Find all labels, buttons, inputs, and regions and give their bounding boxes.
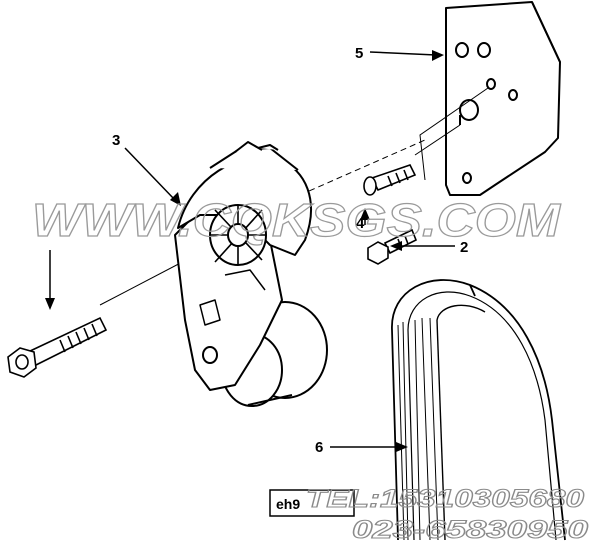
callout-6: 6 — [315, 439, 323, 456]
mounting-bracket — [445, 1, 561, 196]
capscrew-short — [363, 164, 417, 196]
callout-5: 5 — [355, 45, 363, 62]
figure-code: eh9 — [276, 496, 300, 512]
contact-phone: 023-65830950 — [352, 516, 588, 544]
callout-4: 4 — [356, 215, 365, 232]
figure-code-box: eh9 — [269, 489, 355, 517]
callout-3: 3 — [112, 132, 120, 149]
capscrew-long — [7, 316, 108, 378]
belt-tensioner — [174, 141, 328, 407]
callout-arrows — [45, 50, 455, 452]
watermark: WWW.CQKSGS.COM — [32, 194, 562, 246]
alignment-lines — [99, 87, 489, 306]
callout-2: 2 — [460, 239, 468, 256]
capscrew-hex — [367, 228, 418, 265]
contact-tel: TEL:15310305680 — [306, 485, 584, 513]
serpentine-belt — [391, 279, 566, 541]
